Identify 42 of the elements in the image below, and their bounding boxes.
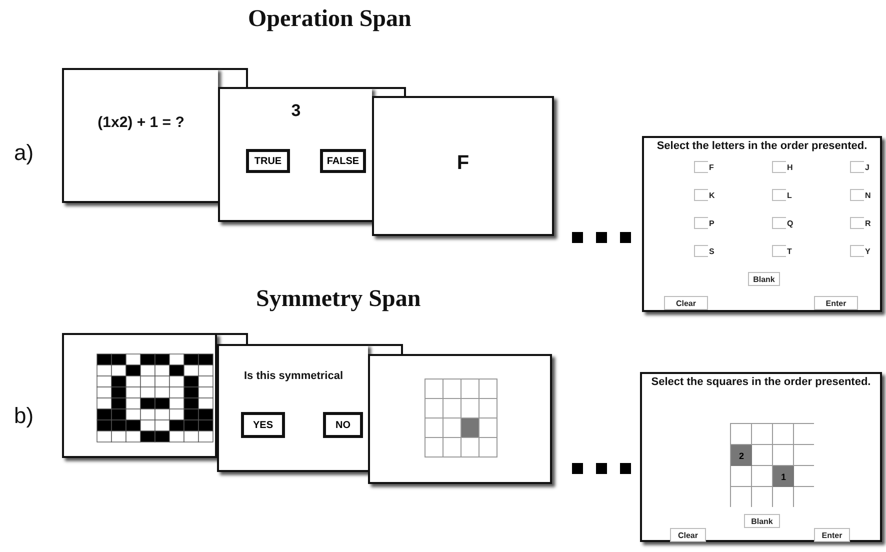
screen-card <box>368 354 552 484</box>
screen-card <box>372 96 554 236</box>
screen-card <box>62 333 217 458</box>
answer-button: YES <box>241 412 285 438</box>
recall-screen <box>642 136 882 312</box>
letter-checkbox: Y <box>850 244 880 258</box>
recall-screen <box>640 372 882 542</box>
instruction-text: Select the squares in the order presented. <box>650 376 872 388</box>
letter-checkbox: N <box>850 188 880 202</box>
blank-button: Blank <box>744 514 780 528</box>
letter-checkbox: T <box>772 244 802 258</box>
answer-button: FALSE <box>320 149 366 173</box>
row-label: a) <box>14 140 34 166</box>
question-text: Is this symmetrical <box>242 370 344 382</box>
answer-button: TRUE <box>246 149 290 173</box>
selected-square: 2 <box>731 445 752 466</box>
screen-card <box>62 68 218 203</box>
task-text: F <box>456 152 470 175</box>
row-heading: Operation Span <box>248 6 412 33</box>
row-heading: Symmetry Span <box>256 286 421 313</box>
instruction-text: Select the letters in the order presented. <box>656 140 868 152</box>
screen-card <box>217 344 368 472</box>
letter-checkbox: P <box>694 216 724 230</box>
letter-checkbox: J <box>850 160 880 174</box>
letter-checkbox: R <box>850 216 880 230</box>
letter-checkbox: F <box>694 160 724 174</box>
clear-button: Clear <box>670 528 706 542</box>
letter-checkbox: L <box>772 188 802 202</box>
letter-checkbox: K <box>694 188 724 202</box>
blank-button: Blank <box>748 272 780 286</box>
letter-checkbox: S <box>694 244 724 258</box>
row-label: b) <box>14 403 34 429</box>
screen-card <box>218 87 372 222</box>
enter-button: Enter <box>814 528 850 542</box>
answer-button: NO <box>323 412 363 438</box>
clear-button: Clear <box>664 296 708 310</box>
selected-square: 1 <box>773 466 794 487</box>
letter-checkbox: H <box>772 160 802 174</box>
enter-button: Enter <box>814 296 858 310</box>
letter-checkbox: Q <box>772 216 802 230</box>
task-text: 3 <box>290 101 302 121</box>
task-text: (1x2) + 1 = ? <box>96 114 186 131</box>
